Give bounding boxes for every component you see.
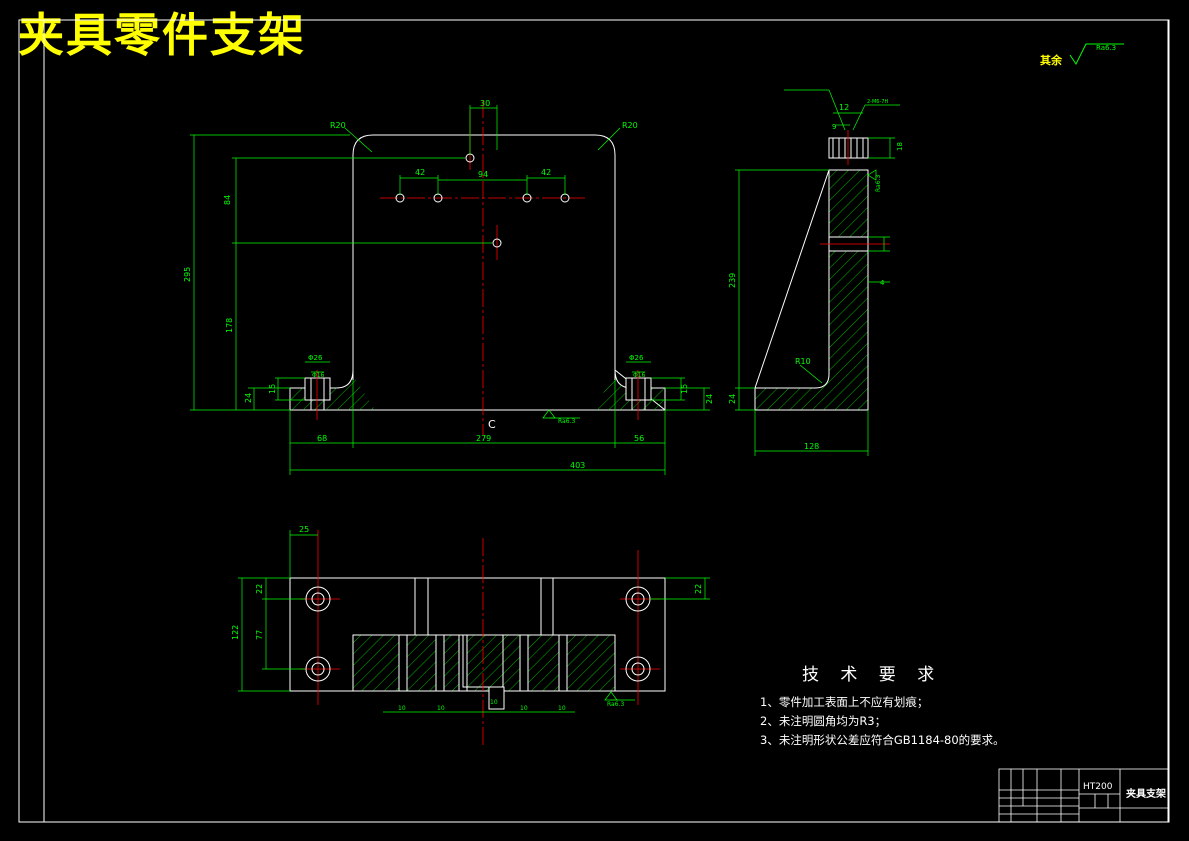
- surface-note: 其余 Ra6.3: [1040, 43, 1124, 67]
- front-bolt-pocket-left: [304, 377, 331, 401]
- front-hole: [492, 238, 502, 248]
- side-view: 12 9 18 239 24 4 R10 128 Ra6.3 2-M6-7H: [728, 89, 904, 456]
- dim-top-25: 25: [299, 525, 309, 534]
- top-dimension-lines: [238, 530, 710, 713]
- top-slots: [398, 634, 568, 710]
- dim-front-hole-left: Φ16: [312, 372, 325, 379]
- front-plate-outline: [352, 134, 616, 380]
- front-bolt-pocket-right: [625, 377, 652, 401]
- dim-side-r10: R10: [795, 357, 811, 366]
- dim-side-239: 239: [728, 273, 737, 288]
- top-bolt-holes: [305, 586, 651, 682]
- tech-requirements: 技 术 要 求 1、零件加工表面上不应有划痕； 2、未注明圆角均为R3； 3、未…: [760, 660, 1005, 750]
- dim-side-24: 24: [728, 394, 737, 404]
- dim-front-178: 178: [225, 318, 234, 333]
- top-hatch-section: [352, 634, 616, 692]
- dim-top-slot: 10: [558, 705, 566, 712]
- dim-front-295: 295: [183, 267, 192, 282]
- top-view: 25 22 77 122 22 10 10 10 10 10 Ra6.3: [231, 525, 710, 745]
- surface-note-roughness: Ra6.3: [1096, 44, 1116, 52]
- side-hatch-section: [754, 169, 869, 411]
- tech-requirements-heading: 技 术 要 求: [802, 665, 943, 685]
- dim-front-403: 403: [570, 461, 585, 470]
- dim-front-84: 84: [223, 195, 232, 205]
- roughness-symbol-icon: [1069, 43, 1124, 65]
- side-top-block: [828, 137, 869, 159]
- dim-top-center-slot: 10: [490, 699, 498, 706]
- dim-front-24-right: 24: [705, 394, 714, 404]
- dim-side-18: 18: [896, 142, 904, 151]
- dim-front-r20-right: R20: [622, 121, 638, 130]
- dim-front-r20-left: R20: [330, 121, 346, 130]
- dim-top-slot: 10: [437, 705, 445, 712]
- dim-side-9: 9: [832, 123, 836, 131]
- tech-requirement-item: 1、零件加工表面上不应有划痕；: [760, 695, 929, 709]
- front-dimension-lines: [190, 105, 710, 475]
- dim-front-279: 279: [476, 434, 491, 443]
- title-block-part-name: 夹具支架: [1126, 787, 1166, 800]
- dim-top-slot: 10: [398, 705, 406, 712]
- dim-front-hole-right: Φ16: [633, 372, 646, 379]
- dim-top-122: 122: [231, 625, 240, 640]
- dim-front-42-left: 42: [415, 168, 425, 177]
- dim-top-slot: 10: [520, 705, 528, 712]
- dim-front-cbore-left: Φ26: [308, 354, 323, 362]
- section-label: C: [488, 418, 496, 431]
- dim-front-42-right: 42: [541, 168, 551, 177]
- tech-requirement-item: 3、未注明形状公差应符合GB1184-80的要求。: [760, 733, 1005, 747]
- dim-top-77: 77: [255, 630, 264, 640]
- side-roughness: Ra6.3: [875, 175, 882, 192]
- dim-front-68: 68: [317, 434, 327, 443]
- dim-front-cbore-right: Φ26: [629, 354, 644, 362]
- front-roughness: Ra6.3: [558, 418, 575, 425]
- dim-side-128: 128: [804, 442, 819, 451]
- dim-front-94: 94: [478, 170, 488, 179]
- dim-front-30: 30: [480, 99, 490, 108]
- side-dimension-lines: [735, 89, 900, 456]
- inner-frame: [43, 19, 1169, 823]
- side-leader-note: 2-M6-7H: [867, 99, 888, 105]
- side-slot: [856, 137, 864, 159]
- title-block: [998, 768, 1169, 823]
- front-view: 30 R20 R20 42 94 42 84 295 178 24 15 15 …: [183, 99, 714, 475]
- front-bolt-hole-left: [310, 377, 325, 411]
- dim-front-15-left: 15: [268, 384, 277, 394]
- title-block-material: HT200: [1083, 782, 1113, 792]
- side-slot: [832, 137, 840, 159]
- dim-side-12: 12: [839, 103, 849, 112]
- dim-front-15-right: 15: [680, 384, 689, 394]
- dim-top-22-left: 22: [255, 584, 264, 594]
- front-hatch-left: [290, 375, 375, 410]
- dim-side-4: 4: [880, 279, 885, 287]
- dim-front-56: 56: [634, 434, 644, 443]
- dim-front-24-left: 24: [244, 393, 253, 403]
- surface-note-text: 其余: [1040, 53, 1063, 67]
- tech-requirement-item: 2、未注明圆角均为R3；: [760, 714, 887, 728]
- front-bolt-hole-right: [631, 377, 646, 411]
- dim-top-22-right: 22: [694, 584, 703, 594]
- top-roughness: Ra6.3: [607, 701, 624, 708]
